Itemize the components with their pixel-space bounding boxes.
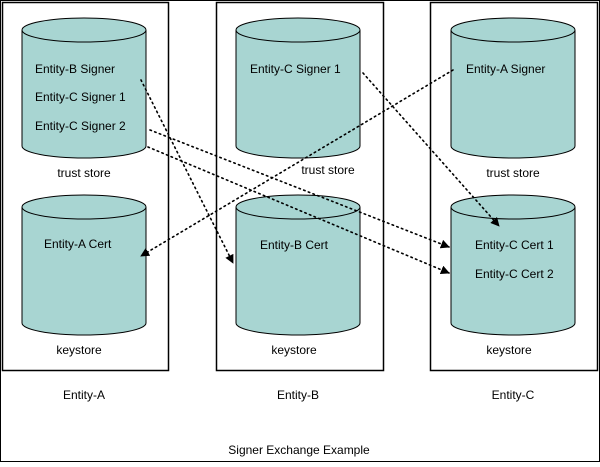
entity-c-box: [429, 1, 599, 372]
keystore-label: keystore: [56, 343, 102, 357]
truststore-item: Entity-C Signer 2: [35, 119, 126, 133]
truststore-item: Entity-C Signer 1: [250, 62, 341, 76]
entity-c-keystore: Entity-C Cert 1 Entity-C Cert 2: [450, 194, 576, 336]
entity-b-truststore: Entity-C Signer 1: [235, 17, 361, 159]
arrow-c-signer1-to-c-cert1: [362, 72, 500, 227]
truststore-label: trust store: [301, 163, 355, 177]
truststore-label: trust store: [486, 166, 540, 180]
entity-label: Entity-B: [277, 388, 319, 402]
keystore-item: Entity-B Cert: [260, 238, 329, 252]
keystore-item: Entity-C Cert 1: [475, 238, 554, 252]
keystore-label: keystore: [271, 343, 317, 357]
arrow-c-signer2-to-c-cert2: [147, 146, 450, 275]
diagram-caption: Signer Exchange Example: [228, 443, 370, 457]
entity-a-box: [1, 1, 170, 372]
entity-label: Entity-A: [63, 388, 105, 402]
keystore-item: Entity-A Cert: [44, 237, 112, 251]
entity-b-keystore: Entity-B Cert: [235, 194, 361, 336]
arrow-c-signer2-to-c-cert1: [149, 129, 450, 249]
entity-a-truststore: Entity-B Signer Entity-C Signer 1 Entity…: [21, 17, 147, 159]
entity-c-truststore: Entity-A Signer: [450, 17, 576, 159]
truststore-item: Entity-A Signer: [466, 62, 545, 76]
truststore-item: Entity-B Signer: [35, 62, 115, 76]
arrow-a-signer-to-a-cert: [140, 69, 454, 257]
entity-label: Entity-C: [492, 388, 535, 402]
entity-b-box: [215, 1, 385, 372]
truststore-item: Entity-C Signer 1: [35, 90, 126, 104]
entity-a-keystore: Entity-A Cert: [21, 194, 147, 336]
arrow-b-signer-to-b-cert: [140, 79, 234, 264]
keystore-item: Entity-C Cert 2: [475, 267, 554, 281]
keystore-label: keystore: [486, 343, 532, 357]
truststore-label: trust store: [57, 166, 111, 180]
